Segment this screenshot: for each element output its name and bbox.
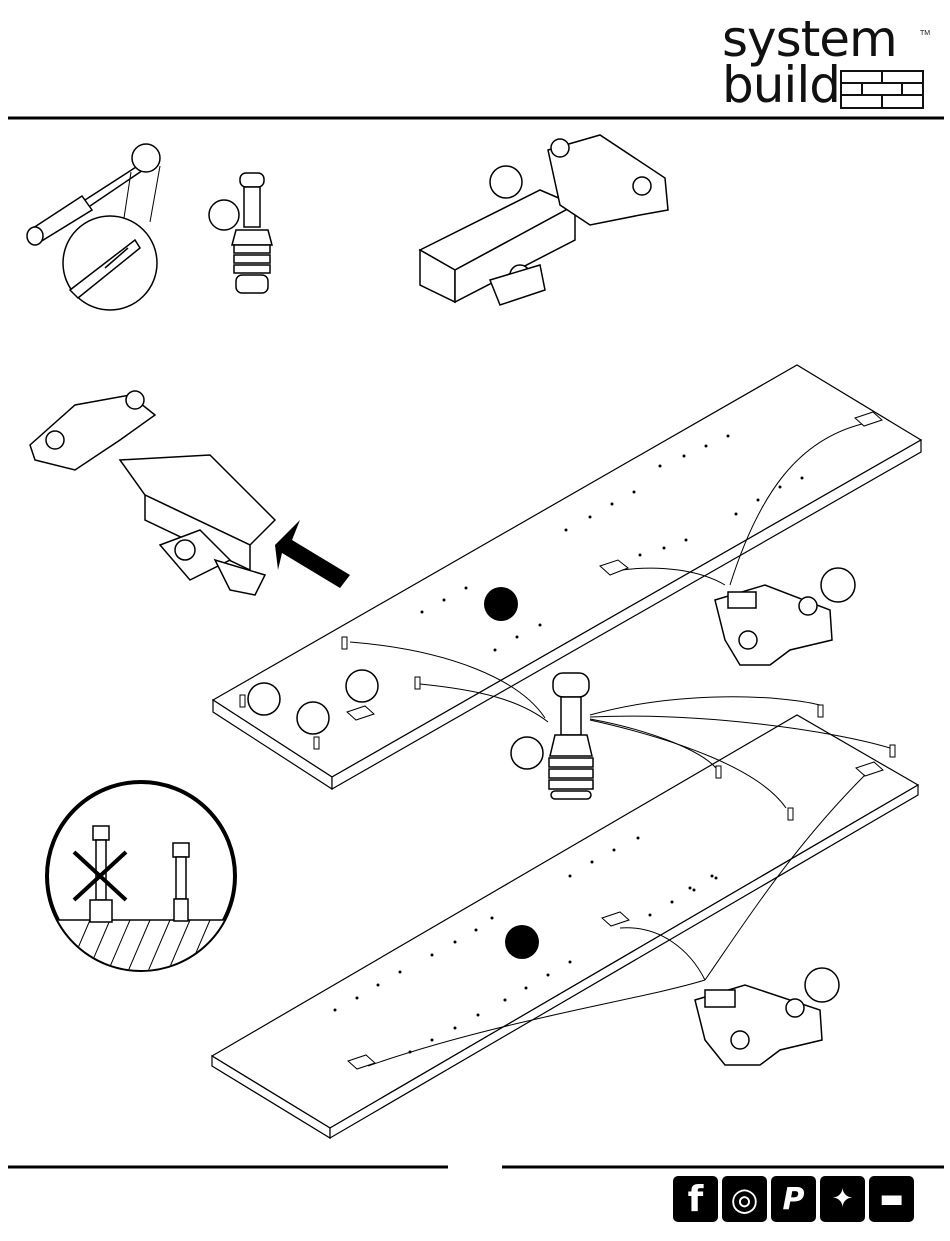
youtube-icon[interactable]: ▬ <box>869 1176 914 1222</box>
step-marker-filled-lower <box>505 925 539 959</box>
cam-dowel-large-icon <box>549 673 593 799</box>
facebook-glyph: f <box>688 1179 704 1220</box>
detail-magnifier <box>40 782 250 990</box>
hinge-icon-top <box>420 135 668 305</box>
twitter-glyph: ✦ <box>832 1184 854 1214</box>
twitter-icon[interactable]: ✦ <box>820 1176 865 1222</box>
instagram-glyph: ◎ <box>731 1180 759 1218</box>
pinterest-icon[interactable]: P <box>771 1176 816 1222</box>
screwdriver-icon <box>27 144 160 310</box>
youtube-glyph: ▬ <box>879 1184 904 1214</box>
pinterest-glyph: P <box>783 1182 805 1217</box>
cam-dowel-icon <box>209 173 272 293</box>
push-arrow-icon <box>275 520 350 588</box>
hinge-icon-middle <box>30 391 275 595</box>
facebook-icon[interactable]: f <box>673 1176 718 1222</box>
instagram-icon[interactable]: ◎ <box>722 1176 767 1222</box>
mounting-plate-icon-lower <box>695 985 822 1065</box>
mounting-plate-icon-upper <box>715 585 832 665</box>
step-marker-filled-upper <box>484 587 518 621</box>
